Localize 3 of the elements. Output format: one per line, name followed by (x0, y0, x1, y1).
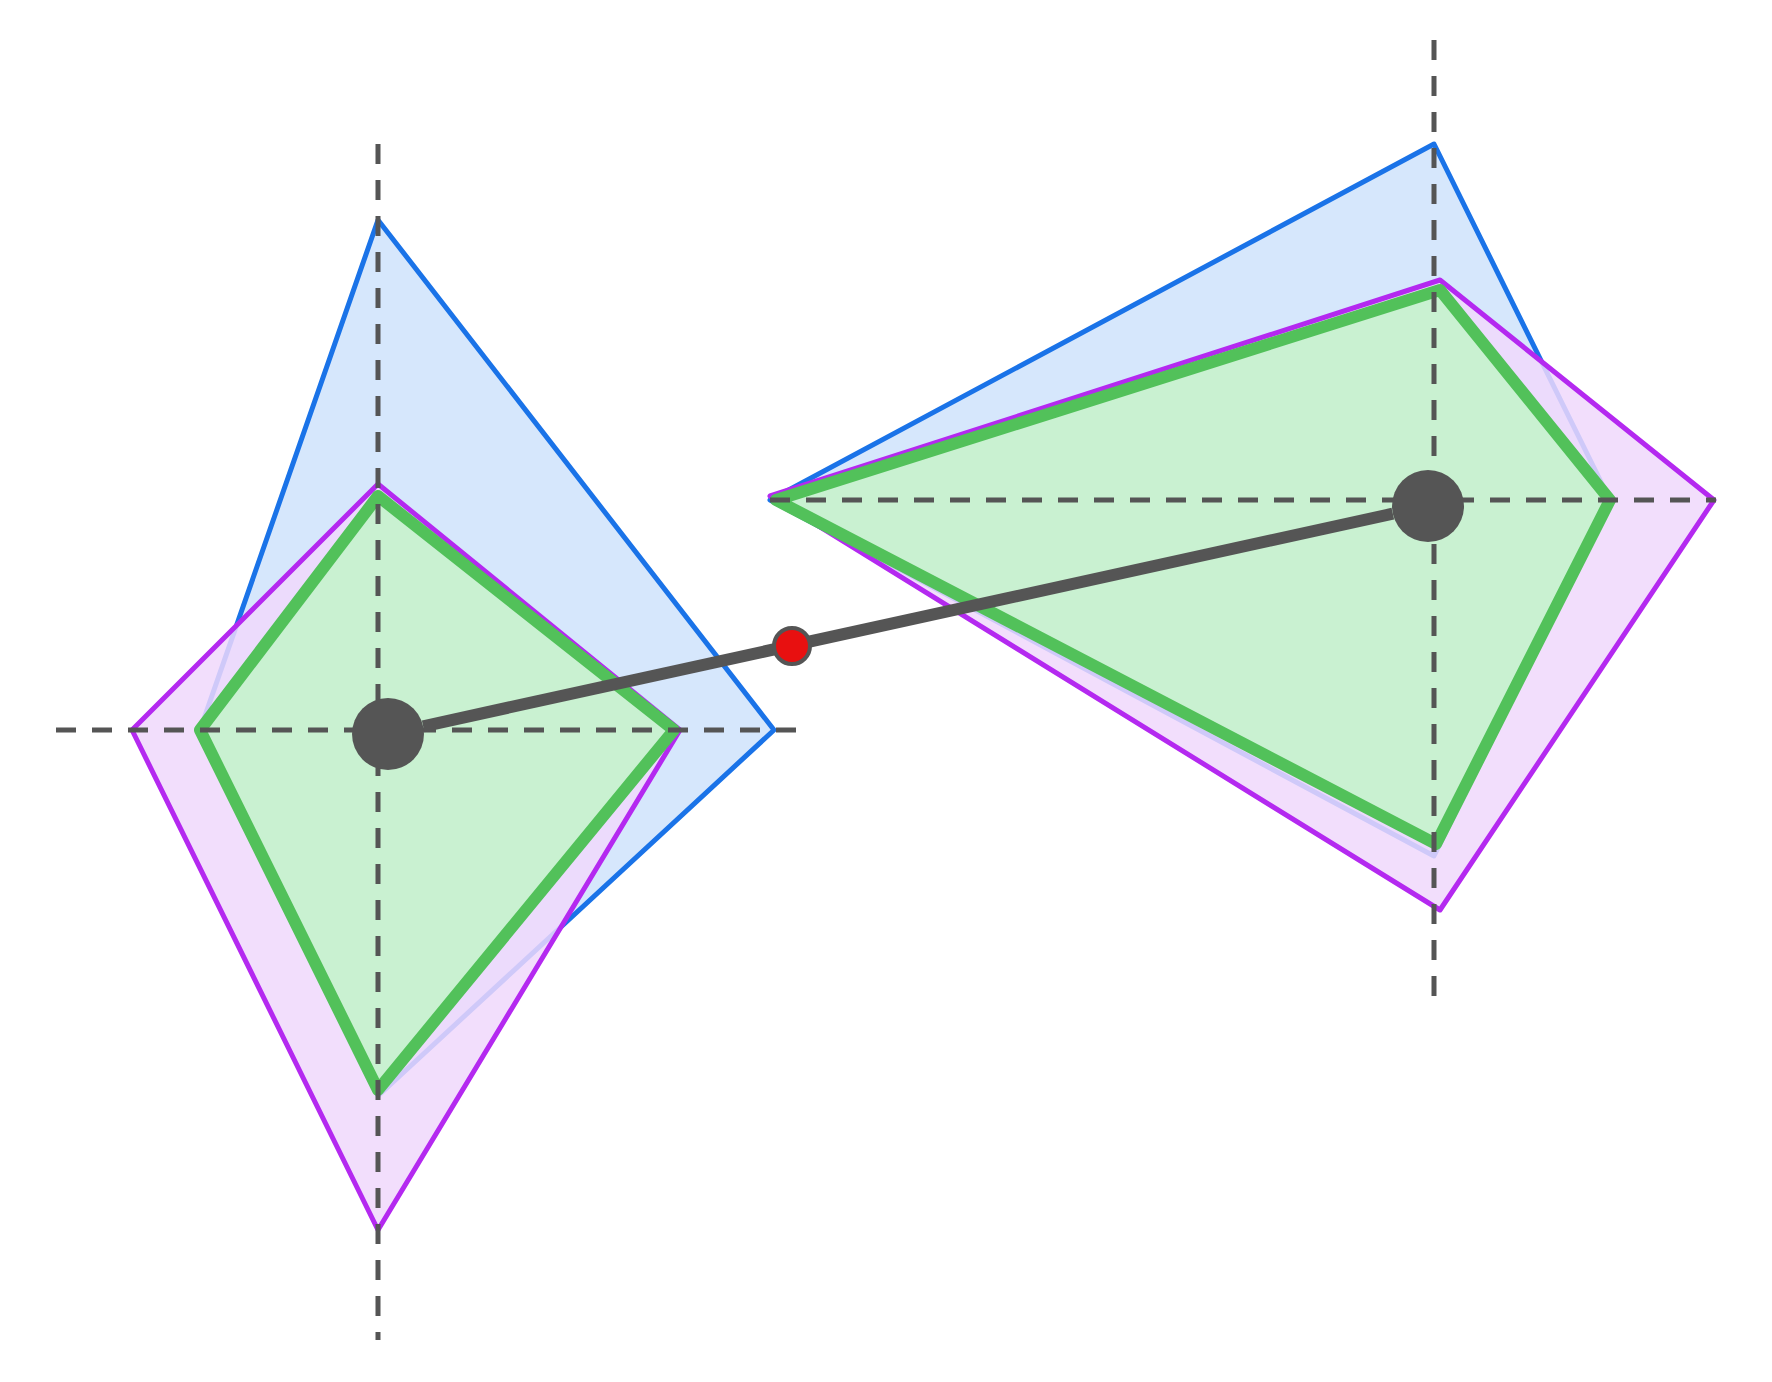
connector-line (421, 507, 1395, 733)
center-point (1392, 470, 1464, 542)
center-point (352, 698, 424, 770)
